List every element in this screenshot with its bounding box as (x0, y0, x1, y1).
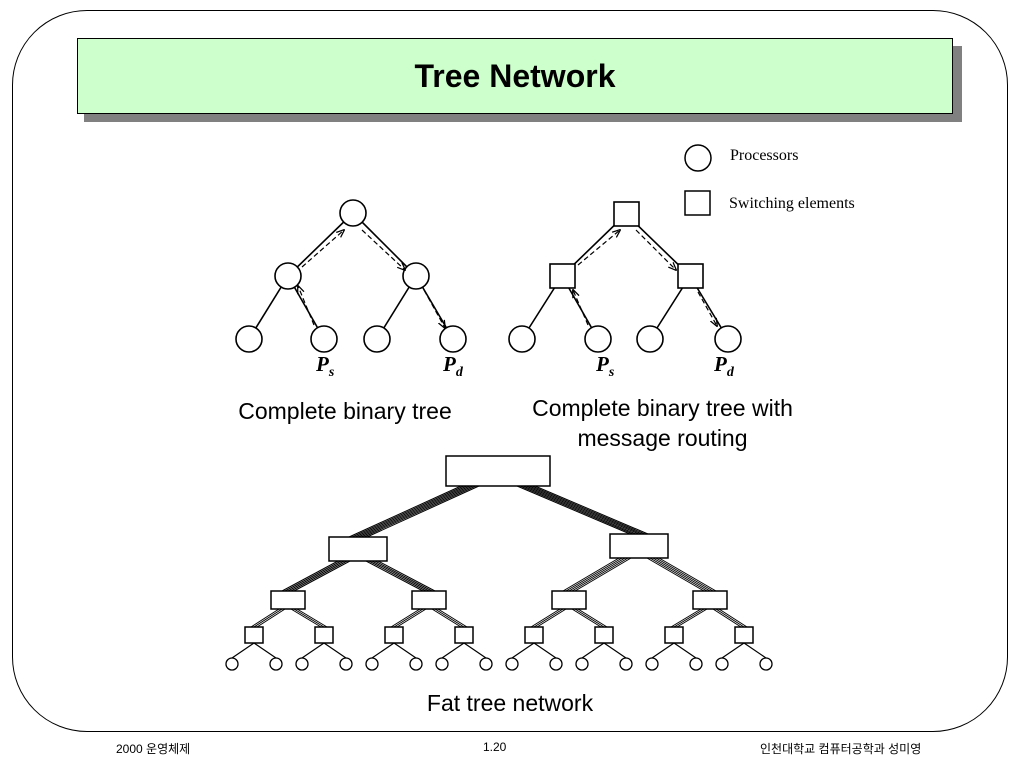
fat-tree-processor (689, 657, 703, 671)
title-box: Tree Network (77, 38, 953, 114)
tree2-pd-label: Pd (714, 352, 734, 381)
fat-tree-processor (505, 657, 519, 671)
fat-tree-processor (645, 657, 659, 671)
tree1-leaf-ps (310, 325, 338, 353)
fat-tree-level1-switch (609, 533, 669, 559)
legend-switching-label: Switching elements (729, 195, 855, 212)
legend (684, 144, 712, 216)
fat-tree-processor (549, 657, 563, 671)
fat-tree-processor (715, 657, 729, 671)
fat-tree-level2-switch (551, 590, 587, 610)
fat-tree-processor (619, 657, 633, 671)
fat-tree-processor (365, 657, 379, 671)
tree1-route (298, 230, 445, 328)
routing-tree-caption: Complete binary tree with message routin… (500, 393, 825, 453)
footer-left: 2000 운영체제 (116, 742, 191, 756)
fat-tree-processor (295, 657, 309, 671)
tree1-node-right (402, 262, 430, 290)
tree1-node-left (274, 262, 302, 290)
tree1-leaf-3 (363, 325, 391, 353)
routing-tree (508, 201, 742, 353)
tree1-pd-label: Pd (443, 352, 463, 381)
fat-tree-level3-switch (384, 626, 404, 644)
tree2-switch-right (677, 263, 704, 289)
fat-tree-level3-switch (594, 626, 614, 644)
tree2-switch-left (549, 263, 576, 289)
fat-tree-processor (225, 657, 239, 671)
fat-tree-processor (479, 657, 493, 671)
tree1-root-node (339, 199, 367, 227)
tree2-root-switch (613, 201, 640, 227)
fat-tree-level3-switch (454, 626, 474, 644)
fat-tree-processor (435, 657, 449, 671)
legend-processor-icon (684, 144, 712, 172)
tree1-leaf-pd (439, 325, 467, 353)
tree2-leaf-ps (584, 325, 612, 353)
fat-tree-root-switch (445, 455, 551, 487)
tree1-ps-label: Ps (316, 352, 335, 381)
routing-tree-caption-line2: message routing (577, 425, 748, 451)
tree2-leaf-1 (508, 325, 536, 353)
fat-tree-level3-switch (664, 626, 684, 644)
tree1-leaf-1 (235, 325, 263, 353)
binary-tree (235, 199, 467, 353)
fat-tree-level3-switch (734, 626, 754, 644)
fat-tree-level3-switch (314, 626, 334, 644)
binary-tree-caption: Complete binary tree (238, 398, 452, 424)
footer-right: 인천대학교 컴퓨터공학과 성미영 (760, 742, 922, 756)
slide-title: Tree Network (414, 57, 616, 94)
fat-tree-level3-switch (244, 626, 264, 644)
fat-tree-processor (339, 657, 353, 671)
slide-frame (12, 10, 1008, 732)
tree2-leaf-pd (714, 325, 742, 353)
routing-tree-caption-line1: Complete binary tree with (532, 395, 793, 421)
fat-tree-processor (409, 657, 423, 671)
fat-tree-processor (269, 657, 283, 671)
fat-tree-processor (575, 657, 589, 671)
tree2-leaf-3 (636, 325, 664, 353)
fat-tree-level1-switch (328, 536, 388, 562)
fat-tree-processor (759, 657, 773, 671)
fat-tree-level2-switch (270, 590, 306, 610)
legend-switch-icon (684, 190, 711, 216)
fat-tree-caption: Fat tree network (426, 690, 594, 716)
fat-tree-level2-switch (692, 590, 728, 610)
tree2-ps-label: Ps (596, 352, 615, 381)
legend-processors-label: Processors (730, 147, 799, 164)
footer-page-number: 1.20 (483, 740, 507, 754)
fat-tree-level2-switch (411, 590, 447, 610)
tree2-route (573, 230, 717, 326)
fat-tree (225, 455, 773, 671)
fat-tree-level3-switch (524, 626, 544, 644)
